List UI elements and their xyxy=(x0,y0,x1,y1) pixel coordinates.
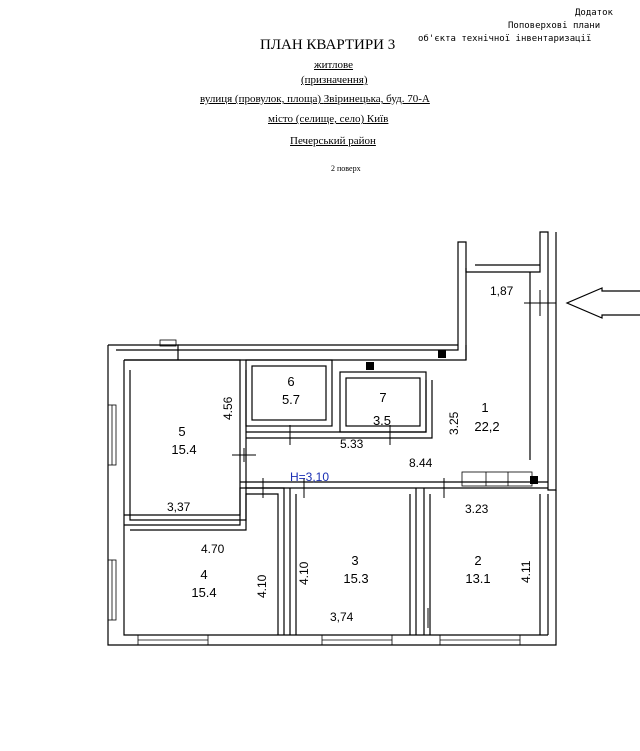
appendix-line-3: об'єкта технічної інвентаризації xyxy=(418,34,592,44)
room2-area: 13.1 xyxy=(465,571,490,586)
room1-number: 1 xyxy=(481,400,488,415)
upper-wall xyxy=(116,241,467,361)
street-label: вулиця (провулок, площа) xyxy=(200,93,322,105)
room2-number: 2 xyxy=(474,553,481,568)
corridor-top-2 xyxy=(246,380,433,439)
room7-inner xyxy=(345,377,421,427)
room4-inner xyxy=(130,493,279,635)
room6-area: 5.7 xyxy=(282,392,300,407)
dim-room2-height: 4.11 xyxy=(519,560,533,583)
room3-number: 3 xyxy=(351,553,358,568)
dim-corridor-total: 8.44 xyxy=(409,456,433,470)
appendix-line-1: Додаток xyxy=(575,8,613,18)
dim-room5-height: 4.56 xyxy=(221,396,235,420)
room1-area: 22,2 xyxy=(474,419,499,434)
room4-area: 15.4 xyxy=(191,585,216,600)
room6-walls xyxy=(245,359,333,427)
dim-room3-width: 3,74 xyxy=(330,610,354,624)
room5-area: 15.4 xyxy=(171,442,196,457)
plan-title: ПЛАН КВАРТИРИ 3 xyxy=(260,37,396,53)
room3-area: 15.3 xyxy=(343,571,368,586)
purpose-caption: (призначення) xyxy=(301,74,368,86)
dim-room4-height: 4.10 xyxy=(255,574,269,598)
room6-number: 6 xyxy=(287,374,294,389)
room4-number: 4 xyxy=(200,567,207,582)
room5-number: 5 xyxy=(178,424,185,439)
dim-room5-width: 3,37 xyxy=(167,500,191,514)
room5-walls-inner xyxy=(129,370,247,521)
balcony-small xyxy=(159,339,177,347)
purpose-value: житлове xyxy=(314,59,354,71)
outer-wall-inner xyxy=(123,360,548,636)
dim-room2-width: 3.23 xyxy=(465,502,489,516)
room2-right xyxy=(539,494,549,635)
room7-number: 7 xyxy=(379,390,386,405)
room3-walls xyxy=(289,488,417,635)
street-line: вулиця (провулок, площа) Звіринецька, бу… xyxy=(200,93,430,105)
street-value: Звіринецька, буд. 70-А xyxy=(323,93,430,105)
room5-walls xyxy=(124,359,241,516)
floor-label: 2 поверх xyxy=(331,164,361,173)
district: Печерський район xyxy=(290,135,376,147)
appendix-line-2: Поповерхові плани xyxy=(508,21,601,31)
vent-shaft-1 xyxy=(366,362,374,370)
room6-inner xyxy=(251,365,327,421)
ceiling-height: Н=3,10 xyxy=(290,470,329,484)
room7-area: 3.5 xyxy=(373,413,391,428)
room4-walls xyxy=(124,487,285,635)
city-label: місто (селище, село) xyxy=(268,113,365,125)
vent-shaft-3 xyxy=(530,476,538,484)
top-wall xyxy=(108,344,179,360)
dim-hall-depth: 3.25 xyxy=(447,411,461,435)
city-line: місто (селище, село) Київ xyxy=(268,113,388,125)
room3-inner xyxy=(295,494,411,635)
kitchen-unit xyxy=(461,471,533,487)
dim-corridor-length: 5.33 xyxy=(340,437,364,451)
vent-shaft-2 xyxy=(438,350,446,358)
room2-walls xyxy=(423,488,431,635)
dim-entrance-width: 1,87 xyxy=(490,284,514,298)
corridor-top xyxy=(246,380,427,433)
dim-room4-width: 4.70 xyxy=(201,542,225,556)
city-value: Київ xyxy=(366,113,389,125)
stair-shaft xyxy=(465,231,557,491)
dim-room3-height: 4.10 xyxy=(297,561,311,585)
entrance-arrow-icon xyxy=(565,287,640,319)
